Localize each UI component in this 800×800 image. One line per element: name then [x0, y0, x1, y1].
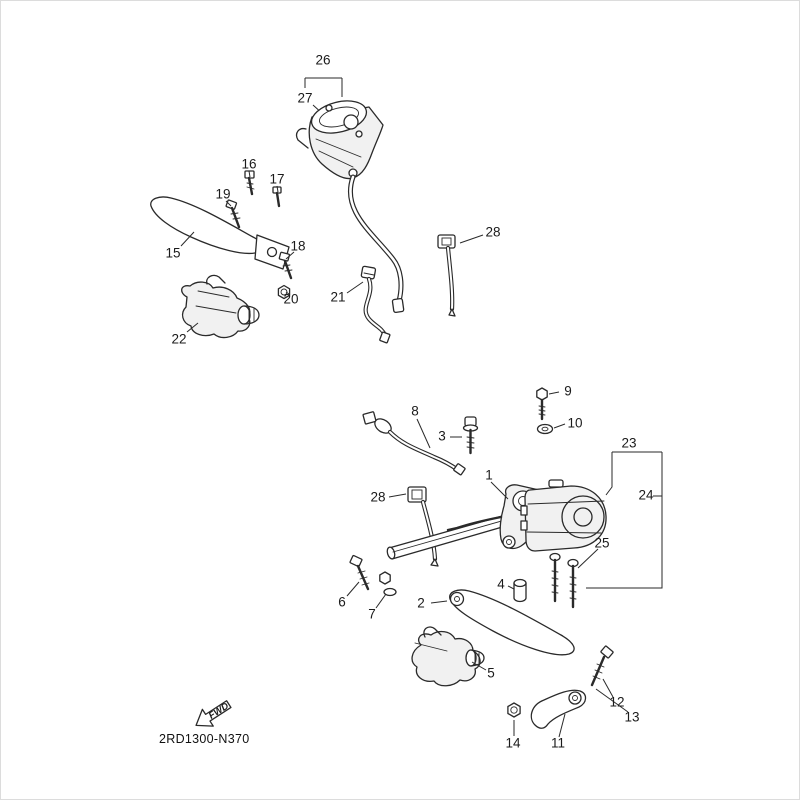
wire-band-upper: [437, 234, 456, 317]
callout-20: 20: [283, 291, 299, 307]
bolt-12: [590, 645, 614, 687]
callout-14: 14: [505, 735, 521, 751]
callout-3: 3: [438, 428, 446, 444]
part-code: 2RD1300-N370: [159, 732, 250, 746]
nut-14: [507, 702, 521, 718]
switch-housing: [520, 479, 607, 552]
cable-8: [362, 411, 466, 476]
callout-6: 6: [338, 594, 346, 610]
callout-13: 13: [624, 709, 640, 725]
small-lever: [530, 689, 587, 729]
callout-4: 4: [497, 576, 505, 592]
callout-24: 24: [638, 487, 654, 503]
screw-3: [462, 416, 479, 455]
cable-upper: [360, 265, 391, 344]
callout-9: 9: [564, 383, 572, 399]
collar-4: [513, 578, 527, 603]
bolt-9: [536, 387, 548, 421]
clutch-lever: [449, 589, 575, 656]
master-cylinder-assembly: [295, 100, 405, 314]
callout-15: 15: [165, 245, 181, 261]
fasteners-upper: [225, 170, 293, 300]
callout-2: 2: [417, 595, 425, 611]
callout-19: 19: [215, 186, 231, 202]
bolt-6: [349, 554, 370, 591]
leader-lines: [180, 170, 629, 738]
washer-10: [536, 423, 554, 435]
fwd-arrow: FWD: [195, 700, 232, 727]
callout-21: 21: [330, 289, 346, 305]
lever-holder-lower: [446, 484, 548, 550]
callout-16: 16: [241, 156, 257, 172]
callout-11: 11: [550, 735, 566, 751]
screws-25: [549, 552, 579, 609]
nut-7: [379, 571, 397, 597]
callout-18: 18: [290, 238, 306, 254]
callout-26: 26: [315, 52, 331, 68]
callout-23: 23: [621, 435, 637, 451]
callout-25: 25: [594, 535, 610, 551]
callout-28-bottom: 28: [370, 489, 386, 505]
callout-8: 8: [411, 403, 419, 419]
callout-12: 12: [609, 694, 625, 710]
callout-28-top: 28: [485, 224, 501, 240]
callout-7: 7: [368, 606, 376, 622]
callout-10: 10: [567, 415, 583, 431]
callout-22: 22: [171, 331, 187, 347]
wire-band-lower: [407, 486, 439, 567]
callout-17: 17: [269, 171, 285, 187]
callout-27: 27: [297, 90, 313, 106]
callout-1: 1: [485, 467, 493, 483]
callout-bracket-right: [586, 451, 663, 589]
lever-holder-bottom: [411, 626, 485, 687]
callout-5: 5: [487, 665, 495, 681]
lever-holder-upper: [181, 274, 260, 339]
